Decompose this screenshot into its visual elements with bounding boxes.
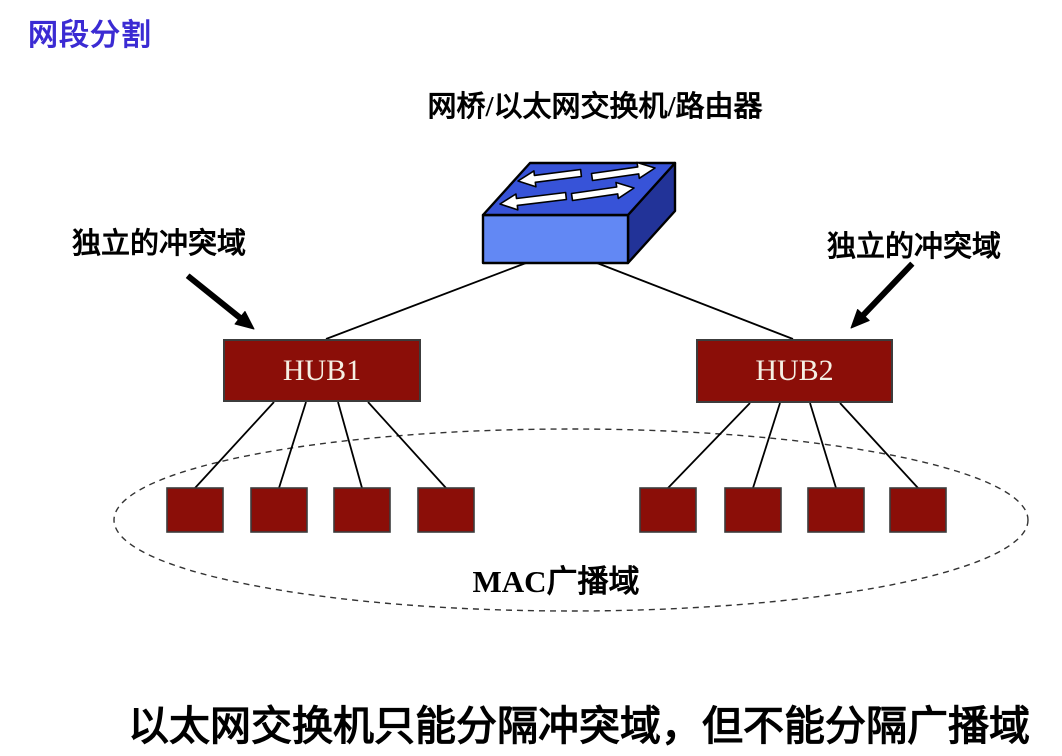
link-switch-hub2 [596,262,794,340]
host-square [724,487,782,533]
switch-front-face [481,213,630,265]
link-hub1-host2 [278,401,307,489]
collision-pointer-arrow-icon [185,273,255,330]
link-hub2-host1 [667,402,751,489]
switch-arrow-icon [517,168,583,188]
host-square [166,487,224,533]
link-hub2-host4 [839,402,919,489]
host-square [250,487,308,533]
switch-arrow-icon [570,181,635,202]
collision-pointer-arrow-icon [850,261,915,329]
switch-arrow-icon [590,161,656,182]
host-square [417,487,475,533]
caption-text: 以太网交换机只能分隔冲突域，但不能分隔广播域 [128,703,1030,749]
hub2-box: HUB2 [696,339,893,403]
page-title: 网段分割 [28,19,152,52]
link-hub1-host1 [194,401,275,489]
host-square [333,487,391,533]
link-hub2-host2 [752,402,781,489]
switch-arrow-icon [499,191,568,211]
host-square [889,487,947,533]
hub1-label: HUB1 [282,353,362,387]
collision-domain-label-left: 独立的冲突域 [72,228,247,260]
link-hub1-host4 [367,401,447,489]
ethernet-switch-icon [481,161,677,265]
host-square [807,487,865,533]
switch-forwarding-arrows-icon [499,161,656,211]
link-hub2-host3 [809,402,837,489]
hub1-box: HUB1 [223,339,421,402]
hub-host-links [194,401,919,489]
host-square [639,487,697,533]
hub2-label: HUB2 [755,354,834,387]
collision-domain-label-right: 独立的冲突域 [827,231,1002,263]
link-hub1-host3 [337,401,363,489]
broadcast-domain-ellipse [113,428,1029,612]
collision-domain-arrows [185,261,915,330]
host-squares [166,487,947,533]
broadcast-domain-label: MAC广播域 [472,564,640,599]
device-label: 网桥/以太网交换机/路由器 [427,91,763,123]
link-switch-hub1 [325,262,527,340]
